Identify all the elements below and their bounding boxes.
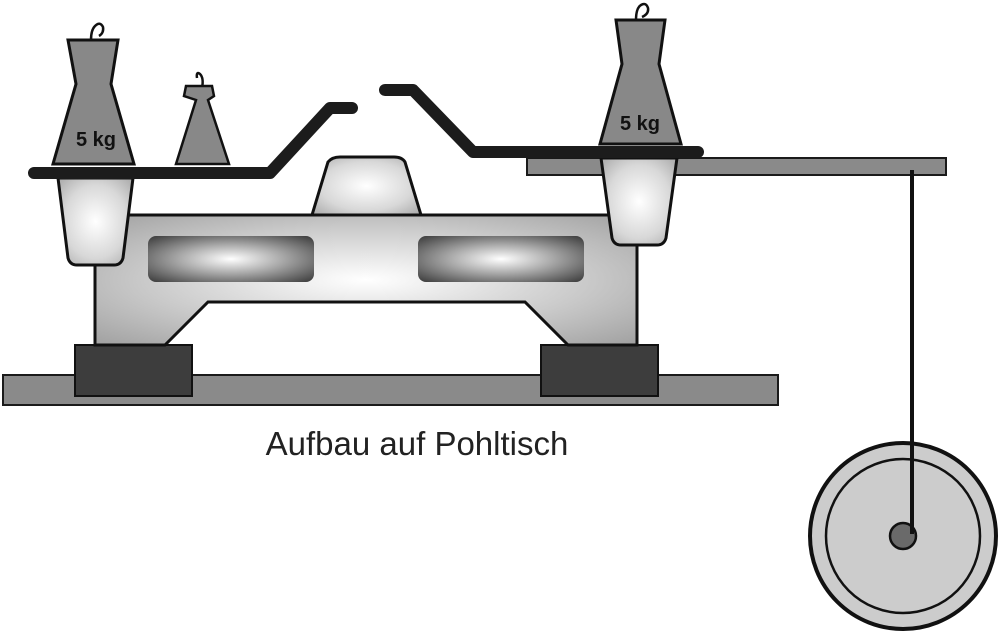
left-beam-arm — [28, 102, 358, 179]
right-hanger — [599, 156, 679, 247]
right-weight — [598, 2, 683, 146]
small-weight — [174, 71, 231, 166]
right-weight-label: 5 kg — [620, 113, 660, 135]
right-beam-arm — [379, 84, 704, 158]
right-foot — [540, 344, 659, 397]
pulley-wheel — [808, 441, 998, 631]
left-weight — [51, 22, 136, 166]
left-foot — [74, 344, 193, 397]
left-window — [148, 236, 314, 282]
left-hanger — [56, 176, 135, 267]
diagram-caption: Aufbau auf Pohltisch — [266, 425, 569, 462]
right-window — [418, 236, 584, 282]
left-weight-label: 5 kg — [76, 129, 116, 151]
center-pivot-block — [309, 155, 424, 217]
table-rail — [526, 157, 947, 176]
